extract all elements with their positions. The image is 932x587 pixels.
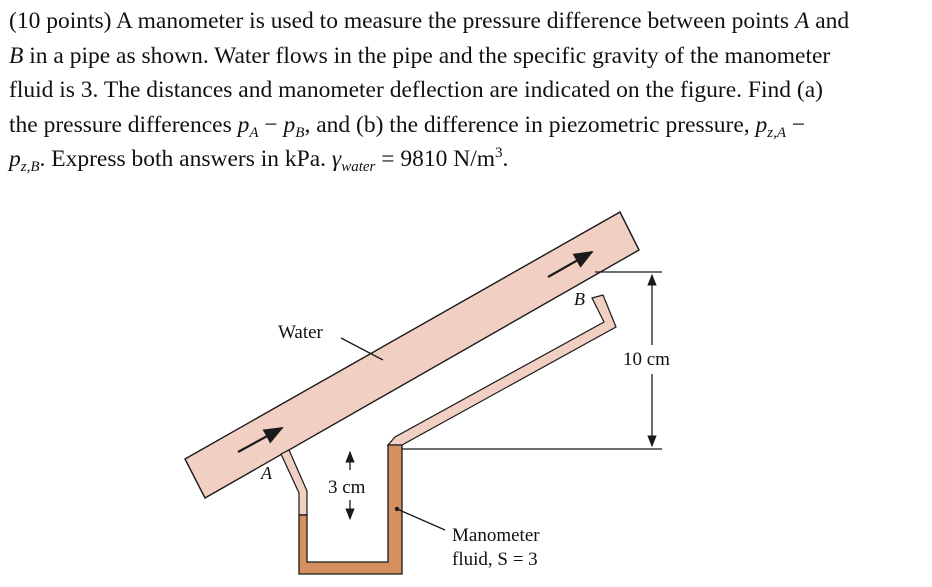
superscript-3: 3	[495, 145, 503, 161]
problem-text: the pressure differences	[9, 111, 238, 138]
specific-weight-value: = 9810 N/m	[375, 146, 496, 172]
problem-line-2: B in a pipe as shown. Water flows in the…	[9, 39, 927, 74]
problem-line-3: fluid is 3. The distances and manometer …	[9, 73, 927, 108]
label-manometer: Manometer	[452, 525, 540, 546]
symbol-p: p	[9, 146, 21, 172]
subscript-zb: z,B	[20, 159, 40, 175]
symbol-p: p	[237, 111, 250, 138]
problem-text: (10 points) A manometer is used to measu…	[9, 8, 795, 34]
problem-text: and	[809, 8, 850, 34]
subscript-a: A	[249, 124, 259, 141]
subscript-water: water	[341, 159, 376, 175]
problem-text: . Express both answers in kPa.	[39, 146, 332, 172]
problem-line-4: the pressure differences pA − pB, and (b…	[9, 108, 927, 143]
point-b-ref: B	[9, 42, 24, 69]
minus-sign: −	[786, 111, 806, 138]
problem-line-1: (10 points) A manometer is used to measu…	[9, 4, 927, 39]
problem-text: fluid is 3. The distances and manometer …	[9, 77, 823, 103]
problem-text: .	[502, 146, 509, 172]
subscript-b: B	[295, 124, 305, 141]
label-water: Water	[278, 322, 324, 343]
label-10cm: 10 cm	[623, 349, 670, 370]
symbol-gamma: γ	[331, 146, 342, 172]
point-a-ref: A	[794, 8, 810, 34]
label-manometer-fluid: fluid, S = 3	[452, 549, 538, 570]
problem-statement: (10 points) A manometer is used to measu…	[9, 4, 927, 177]
problem-text: , and (b) the difference in piezometric …	[304, 111, 756, 138]
subscript-za: z,A	[767, 124, 787, 141]
manometer-fluid-u-tube	[298, 444, 403, 575]
label-point-a: A	[260, 463, 273, 483]
problem-line-5: pz,B. Express both answers in kPa. γwate…	[9, 142, 927, 177]
symbol-p: p	[283, 111, 296, 138]
problem-text: in a pipe as shown. Water flows in the p…	[23, 42, 831, 69]
water-leader-line	[340, 337, 384, 361]
inclined-pipe	[184, 211, 640, 499]
label-3cm: 3 cm	[328, 477, 366, 498]
manometer-left-leg	[280, 449, 308, 516]
minus-sign: −	[258, 111, 284, 138]
label-point-b: B	[574, 289, 585, 309]
manometer-connecting-tube	[386, 294, 617, 446]
flow-arrow-upper	[547, 251, 594, 278]
flow-arrow-lower	[237, 427, 284, 453]
symbol-p: p	[755, 111, 768, 138]
manometer-fluid-leader	[396, 508, 446, 531]
